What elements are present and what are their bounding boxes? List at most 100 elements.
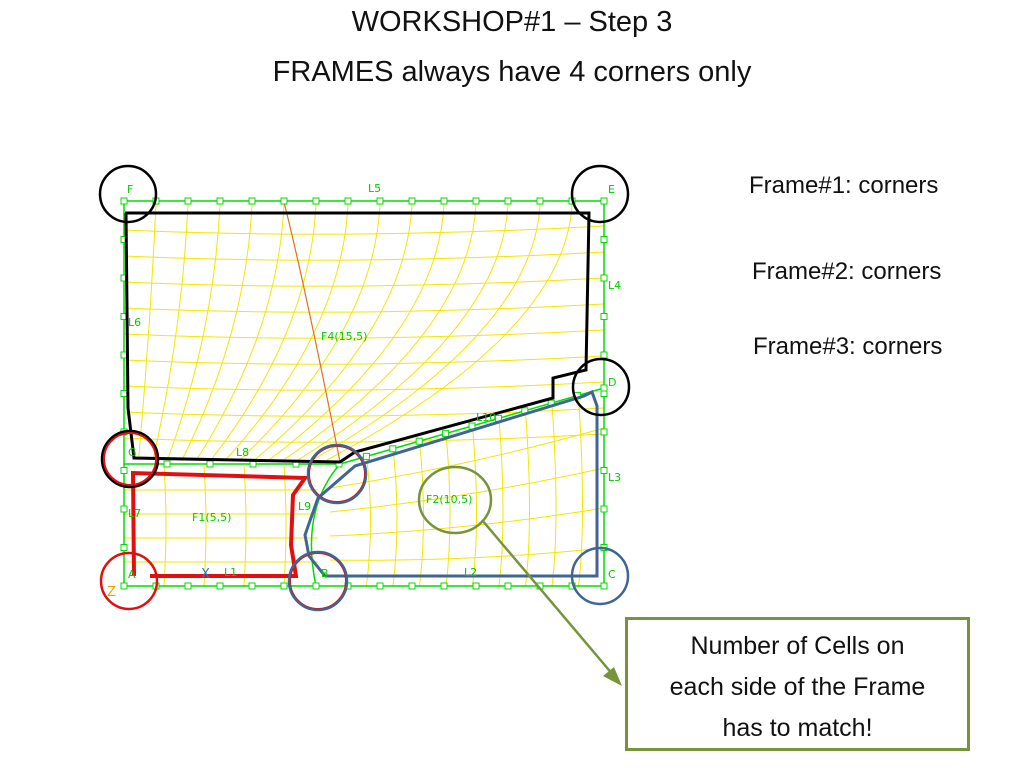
vertex-label-a: A bbox=[128, 568, 136, 581]
corner-circle-c[interactable] bbox=[570, 546, 630, 606]
edge-node bbox=[120, 544, 128, 551]
note-line-2: each side of the Frame bbox=[669, 673, 926, 701]
edge-node bbox=[600, 582, 608, 590]
line-label-l6: L6 bbox=[128, 316, 141, 329]
edge-node bbox=[248, 197, 256, 205]
edge-node bbox=[472, 582, 480, 590]
corner-circle-b-red[interactable] bbox=[289, 552, 347, 610]
mesh-line-horizontal bbox=[123, 381, 605, 391]
edge-node bbox=[344, 197, 352, 205]
axis-z-label: Z bbox=[107, 585, 116, 600]
slide-title-line-1: WORKSHOP#1 – Step 3 bbox=[351, 6, 673, 38]
face-label-f4: F4(15,5) bbox=[321, 330, 367, 343]
edge-node bbox=[408, 197, 416, 205]
corner-circle-g-red[interactable] bbox=[103, 432, 157, 486]
vertex-label-e: E bbox=[608, 183, 615, 196]
mesh-line-vertical bbox=[472, 426, 477, 587]
mesh-line-horizontal bbox=[123, 303, 605, 313]
edge-node bbox=[312, 197, 320, 205]
edge-node bbox=[600, 313, 608, 320]
line-label-l10: L10 bbox=[476, 411, 496, 424]
line-label-l9: L9 bbox=[298, 500, 311, 513]
mesh-line-vertical bbox=[498, 418, 504, 587]
edge-node bbox=[408, 582, 416, 590]
face-label-f1: F1(5,5) bbox=[192, 511, 231, 524]
mesh-line-horizontal bbox=[329, 427, 605, 489]
edge-node bbox=[206, 460, 214, 468]
edge-node bbox=[442, 430, 450, 438]
frame2-corners-label: Frame#2: corners bbox=[752, 258, 942, 285]
edge-node bbox=[216, 582, 224, 590]
edge-node bbox=[120, 467, 128, 474]
edge-nodes bbox=[120, 197, 608, 590]
mesh-line-vertical bbox=[312, 203, 541, 461]
edge-node bbox=[120, 197, 128, 205]
corner-circle-f[interactable] bbox=[98, 164, 158, 224]
mesh-line-vertical bbox=[239, 203, 381, 461]
edge-node bbox=[376, 197, 384, 205]
mesh-line-vertical bbox=[525, 411, 530, 587]
note-callout-box: Number of Cells on each side of the Fram… bbox=[625, 617, 970, 751]
edge-node bbox=[120, 390, 128, 397]
mesh-line-horizontal bbox=[123, 355, 605, 365]
edge-node bbox=[184, 582, 192, 590]
mesh-line-horizontal bbox=[123, 329, 605, 339]
edge-node bbox=[280, 582, 288, 590]
mesh-line-vertical bbox=[243, 465, 247, 587]
frame3-outline[interactable] bbox=[130, 470, 309, 578]
note-line-1: Number of Cells on bbox=[690, 632, 905, 660]
axis-x-label: X bbox=[201, 567, 210, 582]
edge-node bbox=[600, 236, 608, 243]
corner-circle-e[interactable] bbox=[570, 164, 630, 224]
edge-node bbox=[120, 505, 128, 513]
note-arrow-head bbox=[603, 667, 622, 686]
edge-node bbox=[362, 452, 370, 460]
mesh-line-horizontal bbox=[329, 467, 605, 513]
edge-node bbox=[248, 582, 256, 590]
mesh-line-vertical bbox=[326, 203, 573, 461]
face-label-f2: F2(10,5) bbox=[426, 493, 472, 506]
frame2-outline[interactable] bbox=[303, 389, 599, 578]
mesh-line-vertical bbox=[254, 203, 413, 461]
edge-node bbox=[600, 505, 608, 513]
mesh-line-vertical bbox=[551, 403, 557, 587]
edge-node bbox=[184, 197, 192, 205]
mesh-line-vertical bbox=[163, 465, 167, 587]
vertex-label-d: D bbox=[608, 376, 616, 389]
line-label-l1: L1 bbox=[224, 566, 237, 579]
mesh-grid bbox=[123, 203, 605, 587]
edge-node bbox=[600, 274, 608, 282]
mesh-line-vertical bbox=[268, 203, 445, 461]
edge-node bbox=[536, 197, 544, 205]
mesh-line-vertical bbox=[578, 396, 583, 587]
vertex-label-g: G bbox=[128, 446, 137, 459]
vertex-label-b: B bbox=[321, 567, 329, 580]
mesh-line-vertical bbox=[392, 448, 398, 587]
frame1-corners-label: Frame#1: corners bbox=[749, 172, 939, 199]
corner-circle-mid-blue[interactable] bbox=[306, 443, 368, 505]
edge-node bbox=[472, 197, 480, 205]
mesh-line-vertical bbox=[283, 465, 287, 587]
slide-title-line-2: FRAMES always have 4 corners only bbox=[272, 56, 752, 88]
mesh-line-vertical bbox=[167, 203, 221, 461]
corner-circle-g-black[interactable] bbox=[100, 429, 160, 489]
corner-circle-d[interactable] bbox=[571, 357, 631, 417]
edge-node bbox=[440, 582, 448, 590]
edge-l9 bbox=[310, 463, 341, 587]
line-label-l8: L8 bbox=[236, 446, 249, 459]
mesh-line-vertical bbox=[152, 203, 189, 461]
edge-node bbox=[600, 384, 608, 392]
edge-node bbox=[504, 197, 512, 205]
note-line-3: has to match! bbox=[722, 714, 873, 742]
mesh-line-vertical bbox=[297, 203, 509, 461]
mesh-line-vertical bbox=[196, 203, 285, 461]
corner-circle-a[interactable] bbox=[99, 551, 159, 611]
mesh-line-vertical bbox=[225, 203, 349, 461]
mesh-line-horizontal bbox=[329, 507, 605, 537]
corner-circle-b-blue[interactable] bbox=[287, 550, 349, 612]
mesh-line-horizontal bbox=[123, 225, 605, 235]
edge-node bbox=[415, 437, 423, 445]
edge-node bbox=[389, 445, 397, 453]
face-f2-highlight[interactable] bbox=[417, 465, 493, 535]
